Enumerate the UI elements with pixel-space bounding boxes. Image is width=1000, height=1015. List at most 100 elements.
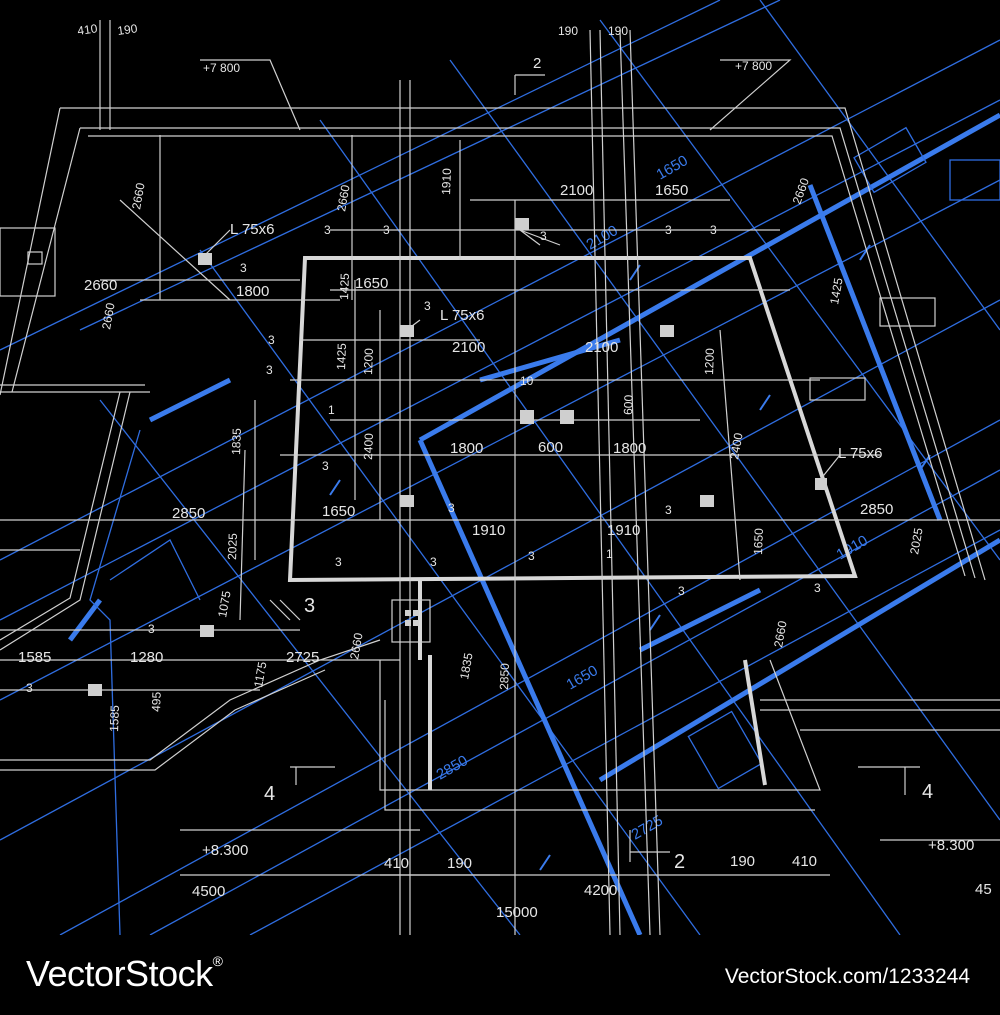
dim-2025-b: 2025 — [907, 526, 925, 555]
vectorstock-logo: VectorStock® — [26, 953, 223, 995]
dim-2100-mid-a: 2100 — [452, 339, 485, 356]
dim-2725: 2725 — [286, 649, 319, 666]
dim-1800-mid-b: 1800 — [613, 440, 646, 457]
dim-2100-top: 2100 — [560, 182, 593, 199]
dim-1835-low: 1835 — [457, 651, 475, 680]
svg-text:1: 1 — [328, 403, 335, 417]
dim-410-bottom-a: 410 — [384, 855, 409, 872]
dim-2100-mid-b: 2100 — [585, 339, 618, 356]
dim-190-top-b: 190 — [558, 24, 578, 38]
brand-name: VectorStock — [26, 953, 213, 994]
dim-1425-b: 1425 — [334, 343, 349, 370]
svg-text:3: 3 — [710, 223, 717, 237]
dim-1910-blue: 1910 — [834, 532, 871, 563]
dim-1650-vert: 1650 — [751, 528, 766, 555]
dim-600-b: 600 — [621, 394, 636, 415]
dim-2100-blue: 2100 — [584, 222, 621, 253]
elevation-bottom-right: +8.300 — [928, 837, 974, 854]
dim-1910-a: 1910 — [472, 522, 505, 539]
dim-495: 495 — [149, 691, 164, 712]
dim-2660-low: 2660 — [347, 631, 365, 660]
elevation-bottom-left: +8.300 — [202, 842, 248, 859]
svg-text:3: 3 — [266, 363, 273, 377]
section-mark-3: 3 — [304, 595, 315, 617]
blue-floor-plan: 1650 2100 1910 2850 1650 2725 — [0, 0, 1000, 935]
section-mark-4-right: 4 — [922, 781, 933, 803]
svg-text:3: 3 — [430, 555, 437, 569]
dim-2660-a: 2660 — [129, 181, 147, 210]
dim-4500: 4500 — [192, 883, 225, 900]
section-mark-2-bottom: 2 — [674, 851, 685, 873]
dim-600-a: 600 — [538, 439, 563, 456]
svg-text:3: 3 — [814, 581, 821, 595]
svg-text:3: 3 — [268, 333, 275, 347]
elevation-top-right: +7 800 — [735, 59, 772, 73]
dim-1425-c: 1425 — [827, 276, 845, 305]
dim-1175: 1175 — [251, 660, 269, 688]
dim-4500-right: 45 — [975, 881, 992, 898]
dim-410-bottom-b: 410 — [792, 853, 817, 870]
section-mark-2-top: 2 — [533, 55, 541, 72]
angle-75x6-b: L 75x6 — [440, 307, 484, 324]
svg-text:3: 3 — [26, 681, 33, 695]
dim-10: 10 — [520, 374, 534, 388]
section-mark-4-left: 4 — [264, 783, 275, 805]
angle-75x6-a: L 75x6 — [230, 221, 274, 238]
dim-1910-top: 1910 — [439, 168, 454, 195]
svg-text:3: 3 — [448, 501, 455, 515]
dim-2660-c: 2660 — [99, 301, 117, 330]
dim-4200: 4200 — [584, 882, 617, 899]
dim-2850-right: 2850 — [860, 501, 893, 518]
dim-1800-mid-a: 1800 — [450, 440, 483, 457]
dim-1280: 1280 — [130, 649, 163, 666]
dim-410-top: 410 — [76, 21, 98, 38]
dim-1585-b: 1585 — [107, 705, 122, 732]
svg-text:3: 3 — [324, 223, 331, 237]
svg-text:3: 3 — [383, 223, 390, 237]
dim-190-top-c: 190 — [608, 24, 628, 38]
white-floor-plan: 410 190 190 190 +7 800 +7 800 2 2660 266… — [0, 20, 1000, 935]
dim-2660-b: 2660 — [334, 183, 352, 212]
svg-text:3: 3 — [665, 503, 672, 517]
dim-1200-a: 1200 — [361, 348, 376, 375]
svg-text:3: 3 — [678, 584, 685, 598]
svg-text:1: 1 — [606, 547, 613, 561]
svg-text:3: 3 — [665, 223, 672, 237]
dim-1650-low-a: 1650 — [322, 503, 355, 520]
dim-1585-a: 1585 — [18, 649, 51, 666]
svg-text:3: 3 — [322, 459, 329, 473]
dim-1800-top: 1800 — [236, 283, 269, 300]
svg-text:3: 3 — [240, 261, 247, 275]
dim-2850-blue: 2850 — [434, 752, 471, 783]
dim-2660-low-right: 2660 — [771, 619, 789, 648]
blueprint-drawing: 1650 2100 1910 2850 1650 2725 — [0, 0, 1000, 935]
svg-text:3: 3 — [335, 555, 342, 569]
registered-mark: ® — [212, 953, 223, 969]
svg-text:3: 3 — [528, 549, 535, 563]
weld-size-markers: 3 3 3 3 3 3 3 3 3 3 3 3 3 3 3 3 3 3 3 1 … — [26, 223, 821, 695]
dim-2025-a: 2025 — [225, 533, 240, 560]
svg-text:3: 3 — [424, 299, 431, 313]
dim-2850-low: 2850 — [497, 663, 512, 690]
dim-1650-blue: 1650 — [654, 152, 691, 183]
svg-text:3: 3 — [540, 229, 547, 243]
dim-190-bottom-a: 190 — [447, 855, 472, 872]
dim-190-top: 190 — [116, 21, 138, 38]
dim-1200-b: 1200 — [702, 348, 717, 375]
dim-1650-blue-low: 1650 — [564, 662, 601, 693]
dim-1075: 1075 — [215, 589, 233, 618]
dim-15000: 15000 — [496, 904, 538, 921]
svg-text:3: 3 — [148, 622, 155, 636]
dim-1650-top: 1650 — [655, 182, 688, 199]
dim-1835: 1835 — [229, 428, 244, 455]
dim-2400-b: 2400 — [727, 431, 745, 460]
dim-2850-left: 2850 — [172, 505, 205, 522]
elevation-top-left: +7 800 — [203, 61, 240, 75]
watermark-footer: VectorStock® VectorStock.com/1233244 — [0, 935, 1000, 1015]
dim-1910-b: 1910 — [607, 522, 640, 539]
image-url: VectorStock.com/1233244 — [724, 965, 970, 988]
dim-1650-mid: 1650 — [355, 275, 388, 292]
dim-2400-a: 2400 — [361, 433, 376, 460]
dim-2660-right: 2660 — [790, 176, 812, 206]
dim-1425-a: 1425 — [337, 273, 352, 300]
